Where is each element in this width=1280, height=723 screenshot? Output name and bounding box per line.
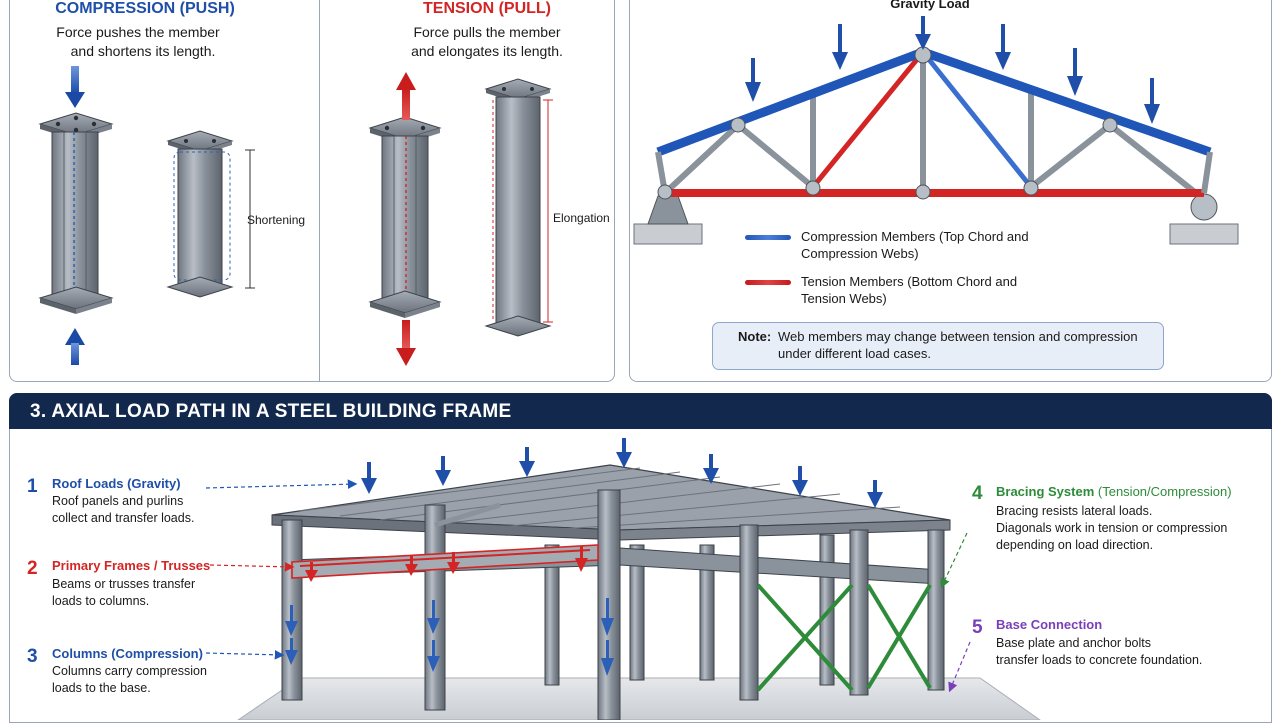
gravity-load-arrows: [745, 16, 1160, 124]
tension-arrow-bottom: [396, 320, 416, 366]
item5-title: Base Connection: [996, 617, 1103, 632]
legend-tension-swatch: [745, 280, 791, 285]
roof-load-arrow: [616, 438, 632, 468]
item3-title: Columns (Compression): [52, 646, 203, 661]
item4-title-suffix: (Tension/Compression): [1097, 484, 1232, 499]
item3-line1: Columns carry compression: [52, 664, 207, 678]
item4-title: Bracing System (Tension/Compression): [996, 484, 1232, 499]
item4-line1: Bracing resists lateral loads.: [996, 504, 1153, 518]
compression-desc-line1: Force pushes the member: [56, 24, 220, 40]
item4-number: 4: [972, 483, 983, 504]
gravity-arrow: [832, 24, 848, 70]
compression-arrow-top: [65, 66, 85, 108]
legend-tension-line1: Tension Members (Bottom Chord and: [801, 274, 1018, 289]
leader-lines: [205, 479, 971, 693]
item3-line2: loads to the base.: [52, 681, 151, 695]
gravity-arrow: [995, 24, 1011, 70]
gravity-arrow: [745, 58, 761, 102]
item1-number: 1: [27, 476, 38, 497]
legend-compression-line2: Compression Webs): [801, 246, 919, 261]
note-label: Note:: [738, 329, 772, 344]
column-load-arrow: [601, 598, 614, 676]
note-line1: Web members may change between tension a…: [778, 329, 1138, 344]
shortening-label: Shortening: [247, 213, 306, 227]
gravity-arrow: [1067, 48, 1083, 96]
tension-desc-line1: Force pulls the member: [413, 24, 561, 40]
gravity-arrow: [915, 16, 931, 50]
gravity-load-label: Gravity Load: [890, 0, 970, 11]
note-line2: under different load cases.: [778, 346, 931, 361]
beam-load-arrow: [405, 556, 418, 576]
beam-load-arrow: [575, 546, 588, 572]
item3-number: 3: [27, 646, 38, 667]
item4-title-main: Bracing System: [996, 484, 1095, 499]
tension-column-elongated: [484, 78, 553, 337]
compression-arrow-bottom: [65, 328, 85, 365]
building-load-arrows: [285, 438, 883, 676]
compression-desc-line2: and shortens its length.: [70, 43, 216, 59]
section3-header: 3. AXIAL LOAD PATH IN A STEEL BUILDING F…: [30, 401, 512, 422]
item2-line2: loads to columns.: [52, 594, 150, 608]
item4-line3: depending on load direction.: [996, 538, 1154, 552]
tension-column-loaded: [368, 116, 442, 318]
item5-line2: transfer loads to concrete foundation.: [996, 653, 1203, 667]
roof-load-arrow: [792, 466, 808, 496]
beam-load-arrow: [447, 552, 460, 574]
item2-title: Primary Frames / Trusses: [52, 558, 211, 573]
legend-tension-line2: Tension Webs): [801, 291, 887, 306]
roof-load-arrow: [361, 462, 377, 494]
roof-load-arrow: [703, 454, 719, 484]
gravity-arrow: [1144, 78, 1160, 124]
note-box: [712, 322, 1164, 370]
tension-desc-line2: and elongates its length.: [411, 43, 563, 59]
tension-arrow-top: [396, 72, 416, 120]
legend-compression-line1: Compression Members (Top Chord and: [801, 229, 1029, 244]
item1-line1: Roof panels and purlins: [52, 494, 184, 508]
item5-number: 5: [972, 617, 983, 638]
item4-line2: Diagonals work in tension or compression: [996, 521, 1228, 535]
roof-load-arrow: [867, 480, 883, 508]
item1-title: Roof Loads (Gravity): [52, 476, 181, 491]
compression-column-loaded: [38, 112, 114, 314]
tension-panel: [319, 0, 615, 382]
beam-load-arrow: [305, 562, 318, 582]
column-load-arrow: [427, 600, 440, 672]
tension-title: TENSION (PULL): [423, 0, 551, 17]
building-frame: [237, 464, 1041, 720]
item1-line2: collect and transfer loads.: [52, 511, 195, 525]
item2-number: 2: [27, 558, 38, 579]
roof-load-arrow: [519, 447, 535, 477]
column-load-arrow: [285, 605, 298, 665]
roof-load-arrow: [435, 456, 451, 486]
legend-compression-swatch: [745, 235, 791, 240]
roof-truss: [633, 46, 1239, 245]
compression-column-shortened: [166, 130, 255, 298]
elongation-label: Elongation: [553, 211, 610, 225]
item2-line1: Beams or trusses transfer: [52, 577, 196, 591]
section3-header-bar: [9, 393, 1272, 429]
compression-title: COMPRESSION (PUSH): [55, 0, 235, 17]
item5-line1: Base plate and anchor bolts: [996, 636, 1151, 650]
